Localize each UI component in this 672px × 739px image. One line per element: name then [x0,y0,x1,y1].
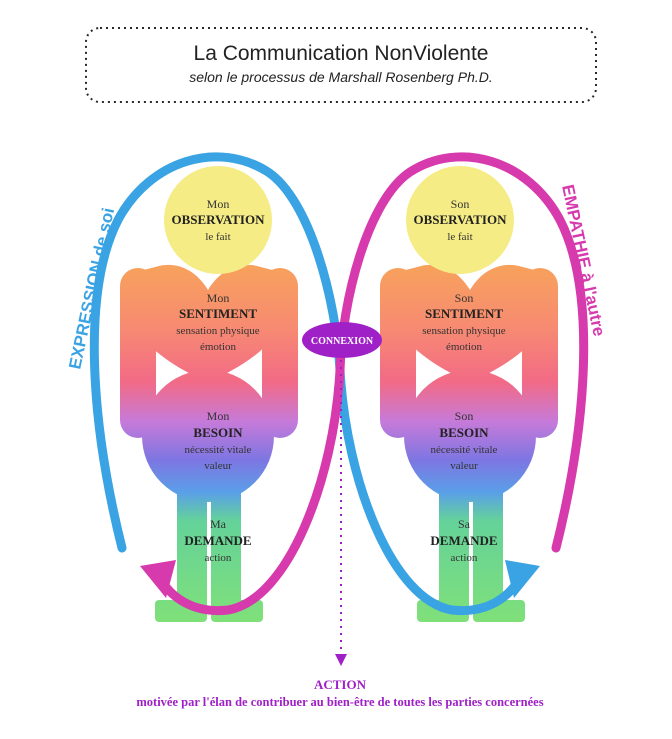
right-besoin-line2: valeur [450,460,478,472]
right-besoin-line1: nécessité vitale [431,444,498,456]
right-observation-detail: le fait [447,231,472,243]
right-demande-prefix: Sa [458,517,471,531]
right-observation-prefix: Son [451,197,470,211]
left-sentiment-label: Mon SENTIMENT sensation physique émotion [176,291,260,353]
left-observation-title: OBSERVATION [172,212,266,227]
right-besoin-label: Son BESOIN nécessité vitale valeur [431,409,498,472]
connexion-label: CONNEXION [311,336,374,347]
right-sentiment-line2: émotion [446,341,483,353]
action-title: ACTION [314,677,367,692]
expression-loop [89,152,525,616]
left-sentiment-line2: émotion [200,341,237,353]
right-demande-detail: action [451,552,478,564]
right-person-body [380,264,558,622]
left-besoin-title: BESOIN [193,425,243,440]
connexion-badge: CONNEXION [302,322,382,358]
left-demande-detail: action [205,552,232,564]
left-sentiment-prefix: Mon [207,291,230,305]
left-demande-prefix: Ma [210,517,227,531]
right-observation-title: OBSERVATION [414,212,508,227]
right-observation-label: Son OBSERVATION le fait [414,197,508,243]
right-sentiment-label: Son SENTIMENT sensation physique émotion [422,291,506,353]
left-person-body [120,264,298,622]
right-demande-title: DEMANDE [430,533,497,548]
empathie-loop [155,152,589,616]
left-besoin-label: Mon BESOIN nécessité vitale valeur [185,409,252,472]
left-observation-prefix: Mon [207,197,230,211]
page-title: La Communication NonViolente [194,42,489,65]
left-demande-title: DEMANDE [184,533,251,548]
left-observation-label: Mon OBSERVATION le fait [172,197,266,243]
left-sentiment-line1: sensation physique [176,325,260,337]
right-head [406,166,514,274]
right-sentiment-line1: sensation physique [422,325,506,337]
left-demande-label: Ma DEMANDE action [184,517,251,564]
left-besoin-line1: nécessité vitale [185,444,252,456]
empathie-arrowhead [140,560,176,598]
left-person: Mon OBSERVATION le fait Mon SENTIMENT se… [120,166,298,622]
expression-arrowhead [505,560,540,598]
header-box: La Communication NonViolente selon le pr… [85,27,597,103]
page-subtitle: selon le processus de Marshall Rosenberg… [189,69,493,85]
action-text: motivée par l'élan de contribuer au bien… [136,695,543,709]
right-besoin-prefix: Son [455,409,474,423]
right-besoin-title: BESOIN [439,425,489,440]
left-observation-detail: le fait [205,231,230,243]
left-head [164,166,272,274]
right-demande-label: Sa DEMANDE action [430,517,497,564]
left-besoin-prefix: Mon [207,409,230,423]
right-person: Son OBSERVATION le fait Son SENTIMENT se… [380,166,558,622]
left-besoin-line2: valeur [204,460,232,472]
left-sentiment-title: SENTIMENT [179,306,257,321]
right-sentiment-title: SENTIMENT [425,306,503,321]
right-sentiment-prefix: Son [455,291,474,305]
